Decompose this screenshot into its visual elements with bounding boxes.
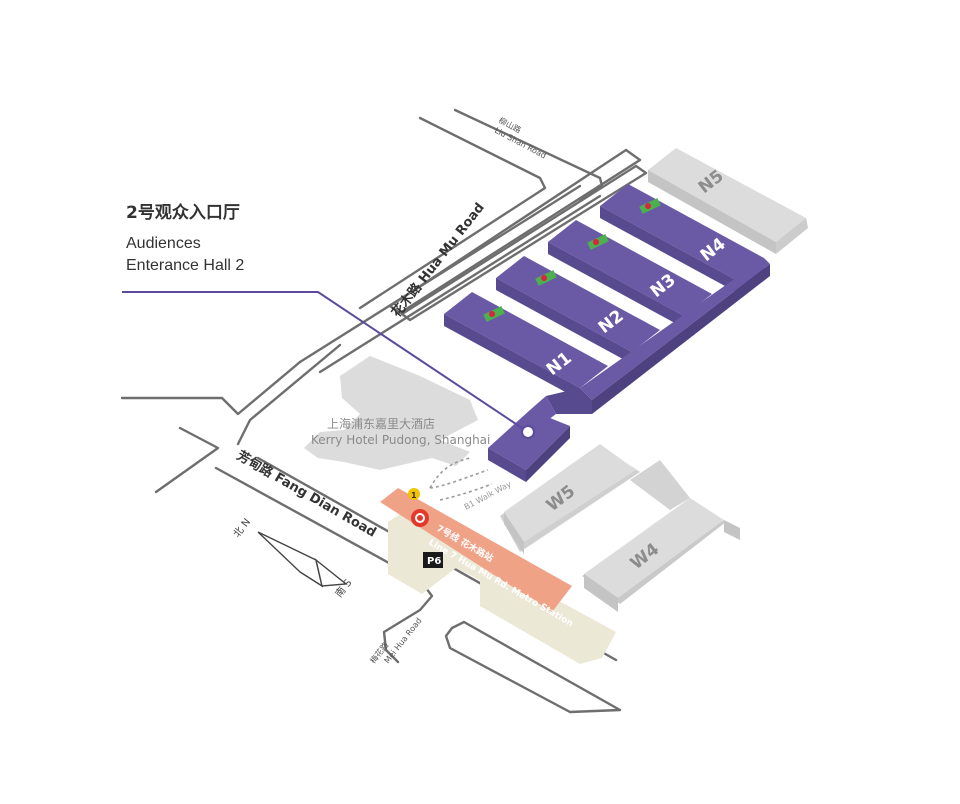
hua-mu-road-edge [318, 194, 602, 374]
expo-logo-icon [535, 270, 557, 286]
expo-logo-icon [639, 198, 661, 214]
entrance-hall-2[interactable] [488, 396, 570, 482]
metro-line-number: 1 [411, 491, 417, 500]
hotel-name-en: Kerry Hotel Pudong, Shanghai [311, 433, 490, 447]
compass-north-label: 北 N [231, 516, 253, 540]
cross-road-edge [154, 426, 220, 494]
parking-sign-icon: P6 [423, 552, 443, 568]
hall-w4[interactable] [582, 460, 740, 612]
hall-n5[interactable] [648, 148, 808, 254]
callout-title-cn: 2号观众入口厅 [126, 202, 240, 223]
fang-dian-road-edge [236, 343, 342, 446]
callout-line [122, 291, 523, 429]
walkway-path [429, 457, 493, 501]
hall-spine [546, 258, 770, 414]
liu-shan-road-edge [358, 116, 547, 310]
parking-area [388, 514, 616, 664]
hua-mu-median [400, 164, 648, 322]
liu-shan-road-edge [578, 176, 604, 202]
hotel-name-cn: 上海浦东嘉里大酒店 [327, 416, 435, 431]
callout-title-en-2: Enterance Hall 2 [126, 257, 244, 274]
expo-logo-icon [587, 234, 609, 250]
compass-icon [257, 531, 348, 588]
mei-hua-road-label-en: Mei Hua Road [382, 616, 423, 665]
entrance-marker-icon[interactable] [521, 425, 535, 439]
callout-title-en-1: Audiences [126, 235, 201, 252]
cross-road-edge [120, 360, 302, 416]
kerry-hotel[interactable] [304, 356, 478, 470]
expo-logo-icon [483, 306, 505, 322]
hall-w5[interactable] [500, 444, 640, 554]
parking-label: P6 [427, 556, 441, 567]
metro-logo-icon [411, 509, 429, 527]
metro-line-badge-icon: 1 [408, 488, 420, 500]
mei-hua-road-edge [444, 620, 622, 714]
walkway-label: B1 Walk Way [463, 479, 513, 511]
liu-shan-road-edge [453, 108, 602, 180]
hua-mu-median [388, 148, 642, 315]
